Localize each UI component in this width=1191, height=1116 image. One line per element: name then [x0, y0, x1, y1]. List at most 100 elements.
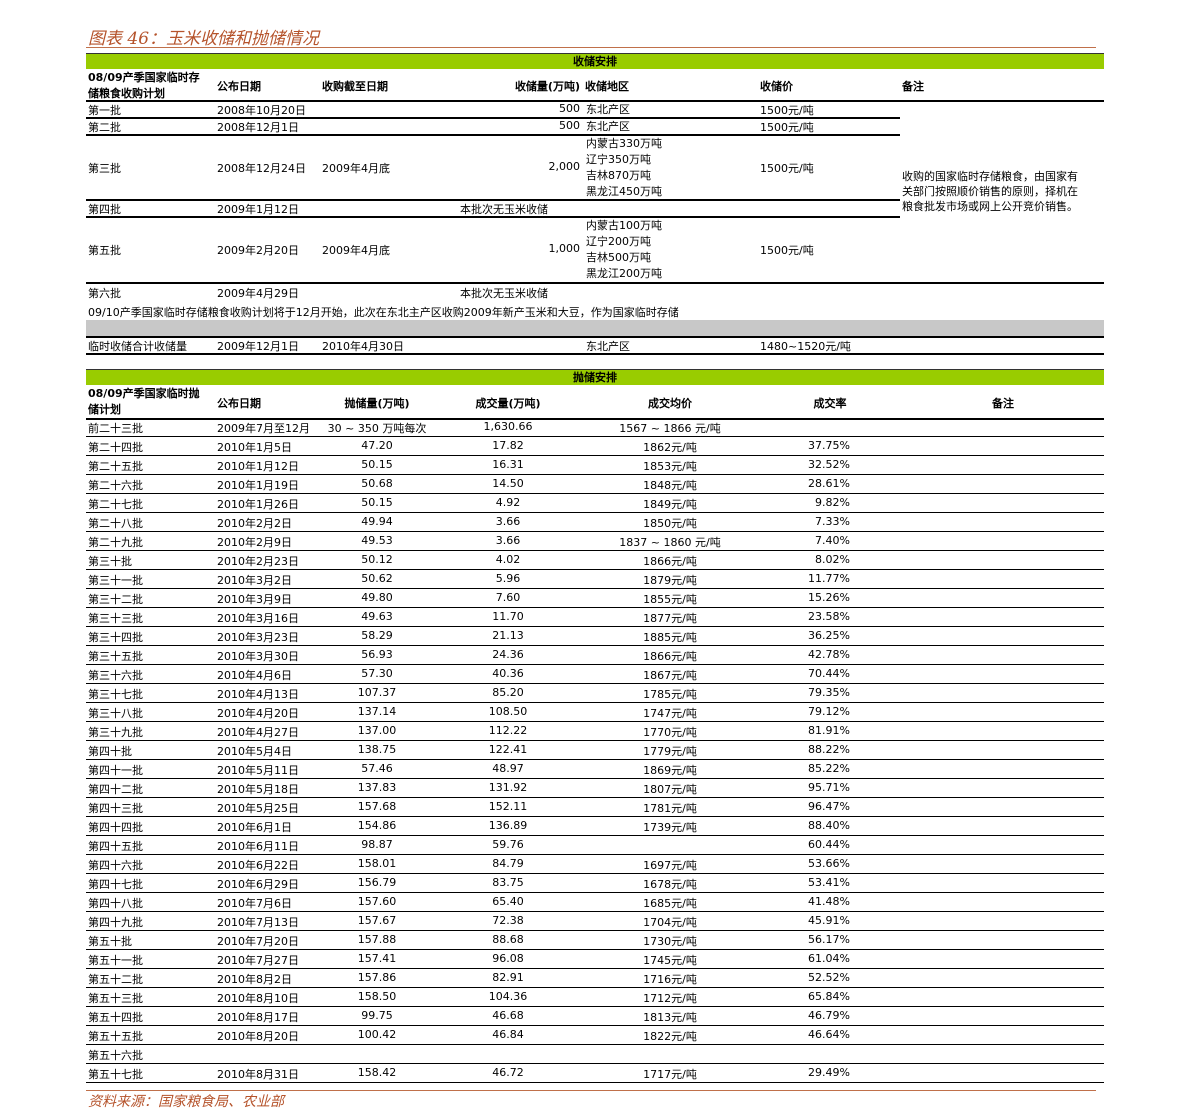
avg-price: 1716元/吨: [643, 973, 697, 986]
avg-price: 1866元/吨: [643, 555, 697, 568]
deal-qty: 11.70: [492, 610, 524, 623]
deal-qty: 83.75: [492, 876, 524, 889]
deal-qty: 14.50: [492, 477, 524, 490]
batch-label: 第四十批: [88, 745, 132, 758]
release-qty: 137.14: [357, 705, 397, 718]
release-qty: 57.46: [361, 762, 393, 775]
deal-rate: 36.25%: [808, 629, 850, 642]
release-qty: 157.68: [357, 800, 397, 813]
row-divider: [86, 721, 1104, 722]
batch-label: 前二十三批: [88, 422, 143, 435]
release-qty: 137.83: [357, 781, 397, 794]
row-divider: [86, 1082, 1104, 1083]
batch-label: 第四十八批: [88, 897, 143, 910]
deal-qty: 88.68: [492, 933, 524, 946]
release-qty: 50.15: [361, 458, 393, 471]
header-deadline: 收购截至日期: [322, 80, 388, 93]
batch-label: 第五十六批: [88, 1049, 143, 1062]
batch-label: 第二十五批: [88, 460, 143, 473]
avg-price: 1866元/吨: [643, 650, 697, 663]
deal-rate: 23.58%: [808, 610, 850, 623]
batch-label: 第四十七批: [88, 878, 143, 891]
deal-rate: 15.26%: [808, 591, 850, 604]
publish-date: 2010年5月18日: [217, 783, 299, 796]
deal-qty: 48.97: [492, 762, 524, 775]
publish-date: 2009年7月至12月: [217, 422, 310, 435]
batch-label: 第五十二批: [88, 973, 143, 986]
avg-price: 1837 ~ 1860 元/吨: [619, 536, 721, 549]
release-qty: 137.00: [357, 724, 397, 737]
storage-price: 1500元/吨: [760, 244, 814, 257]
batch-label: 第五十批: [88, 935, 132, 948]
publish-date: 2010年4月6日: [217, 669, 292, 682]
header-price: 收储价: [760, 80, 793, 93]
deal-rate: 85.22%: [808, 762, 850, 775]
deal-rate: 37.75%: [808, 439, 850, 452]
avg-price: 1697元/吨: [643, 859, 697, 872]
row-divider: [86, 778, 1104, 779]
publish-date: 2010年7月13日: [217, 916, 299, 929]
deal-qty: 152.11: [488, 800, 528, 813]
deal-rate: 45.91%: [808, 914, 850, 927]
total-label: 临时收储合计收储量: [88, 340, 187, 353]
batch-label: 第二十四批: [88, 441, 143, 454]
row-divider: [86, 816, 1104, 817]
release-qty: 157.86: [357, 971, 397, 984]
row-divider: [86, 835, 1104, 836]
deal-rate: 88.40%: [808, 819, 850, 832]
avg-price: 1745元/吨: [643, 954, 697, 967]
publish-date: 2009年1月12日: [217, 202, 299, 216]
release-qty: 49.80: [361, 591, 393, 604]
deal-rate: 56.17%: [808, 933, 850, 946]
publish-date: 2010年6月1日: [217, 821, 292, 834]
batch-label: 第四十四批: [88, 821, 143, 834]
deal-qty: 84.79: [492, 857, 524, 870]
avg-price: 1770元/吨: [643, 726, 697, 739]
release-qty: 47.20: [361, 439, 393, 452]
batch-label: 第四十六批: [88, 859, 143, 872]
publish-date: 2010年4月27日: [217, 726, 299, 739]
publish-date: 2010年7月27日: [217, 954, 299, 967]
row-divider: [86, 664, 1104, 665]
avg-price: 1867元/吨: [643, 669, 697, 682]
publish-date: 2010年2月9日: [217, 536, 292, 549]
batch-label: 第二十七批: [88, 498, 143, 511]
publish-date: 2010年6月29日: [217, 878, 299, 891]
row-divider: [86, 949, 1104, 950]
avg-price: 1685元/吨: [643, 897, 697, 910]
header-date: 公布日期: [217, 397, 261, 410]
deal-qty: 4.02: [495, 553, 521, 566]
header-release-qty: 抛储量(万吨): [344, 397, 410, 410]
publish-date: 2010年8月2日: [217, 973, 292, 986]
avg-price: 1567 ~ 1866 元/吨: [619, 422, 721, 435]
row-divider: [86, 199, 900, 201]
deal-rate: 70.44%: [808, 667, 850, 680]
avg-price: 1850元/吨: [643, 517, 697, 530]
row-divider: [86, 911, 1104, 912]
avg-price: 1717元/吨: [643, 1068, 697, 1081]
batch-label: 第四十二批: [88, 783, 143, 796]
deal-qty: 7.60: [495, 591, 521, 604]
header-qty: 收储量(万吨): [514, 80, 580, 93]
deal-rate: 32.52%: [808, 458, 850, 471]
deal-rate: 65.84%: [808, 990, 850, 1003]
row-divider: [86, 683, 1104, 684]
row-divider: [86, 1044, 1104, 1045]
header-remark: 备注: [902, 80, 924, 93]
publish-date: 2010年4月13日: [217, 688, 299, 701]
avg-price: 1678元/吨: [643, 878, 697, 891]
row-divider: [86, 740, 1104, 741]
deal-qty: 1,630.66: [483, 420, 533, 433]
deal-rate: 9.82%: [815, 496, 850, 509]
batch-label: 第五十四批: [88, 1011, 143, 1024]
deal-rate: 8.02%: [815, 553, 850, 566]
batch-label: 第二十六批: [88, 479, 143, 492]
batch-label: 第二十八批: [88, 517, 143, 530]
deal-rate: 46.79%: [808, 1009, 850, 1022]
avg-price: 1885元/吨: [643, 631, 697, 644]
avg-price: 1704元/吨: [643, 916, 697, 929]
row-divider: [86, 100, 1104, 102]
header-plan: 08/09产季国家临时存 储粮食收购计划: [88, 71, 200, 100]
row-divider: [86, 550, 1104, 551]
batch-label: 第三十七批: [88, 688, 143, 701]
